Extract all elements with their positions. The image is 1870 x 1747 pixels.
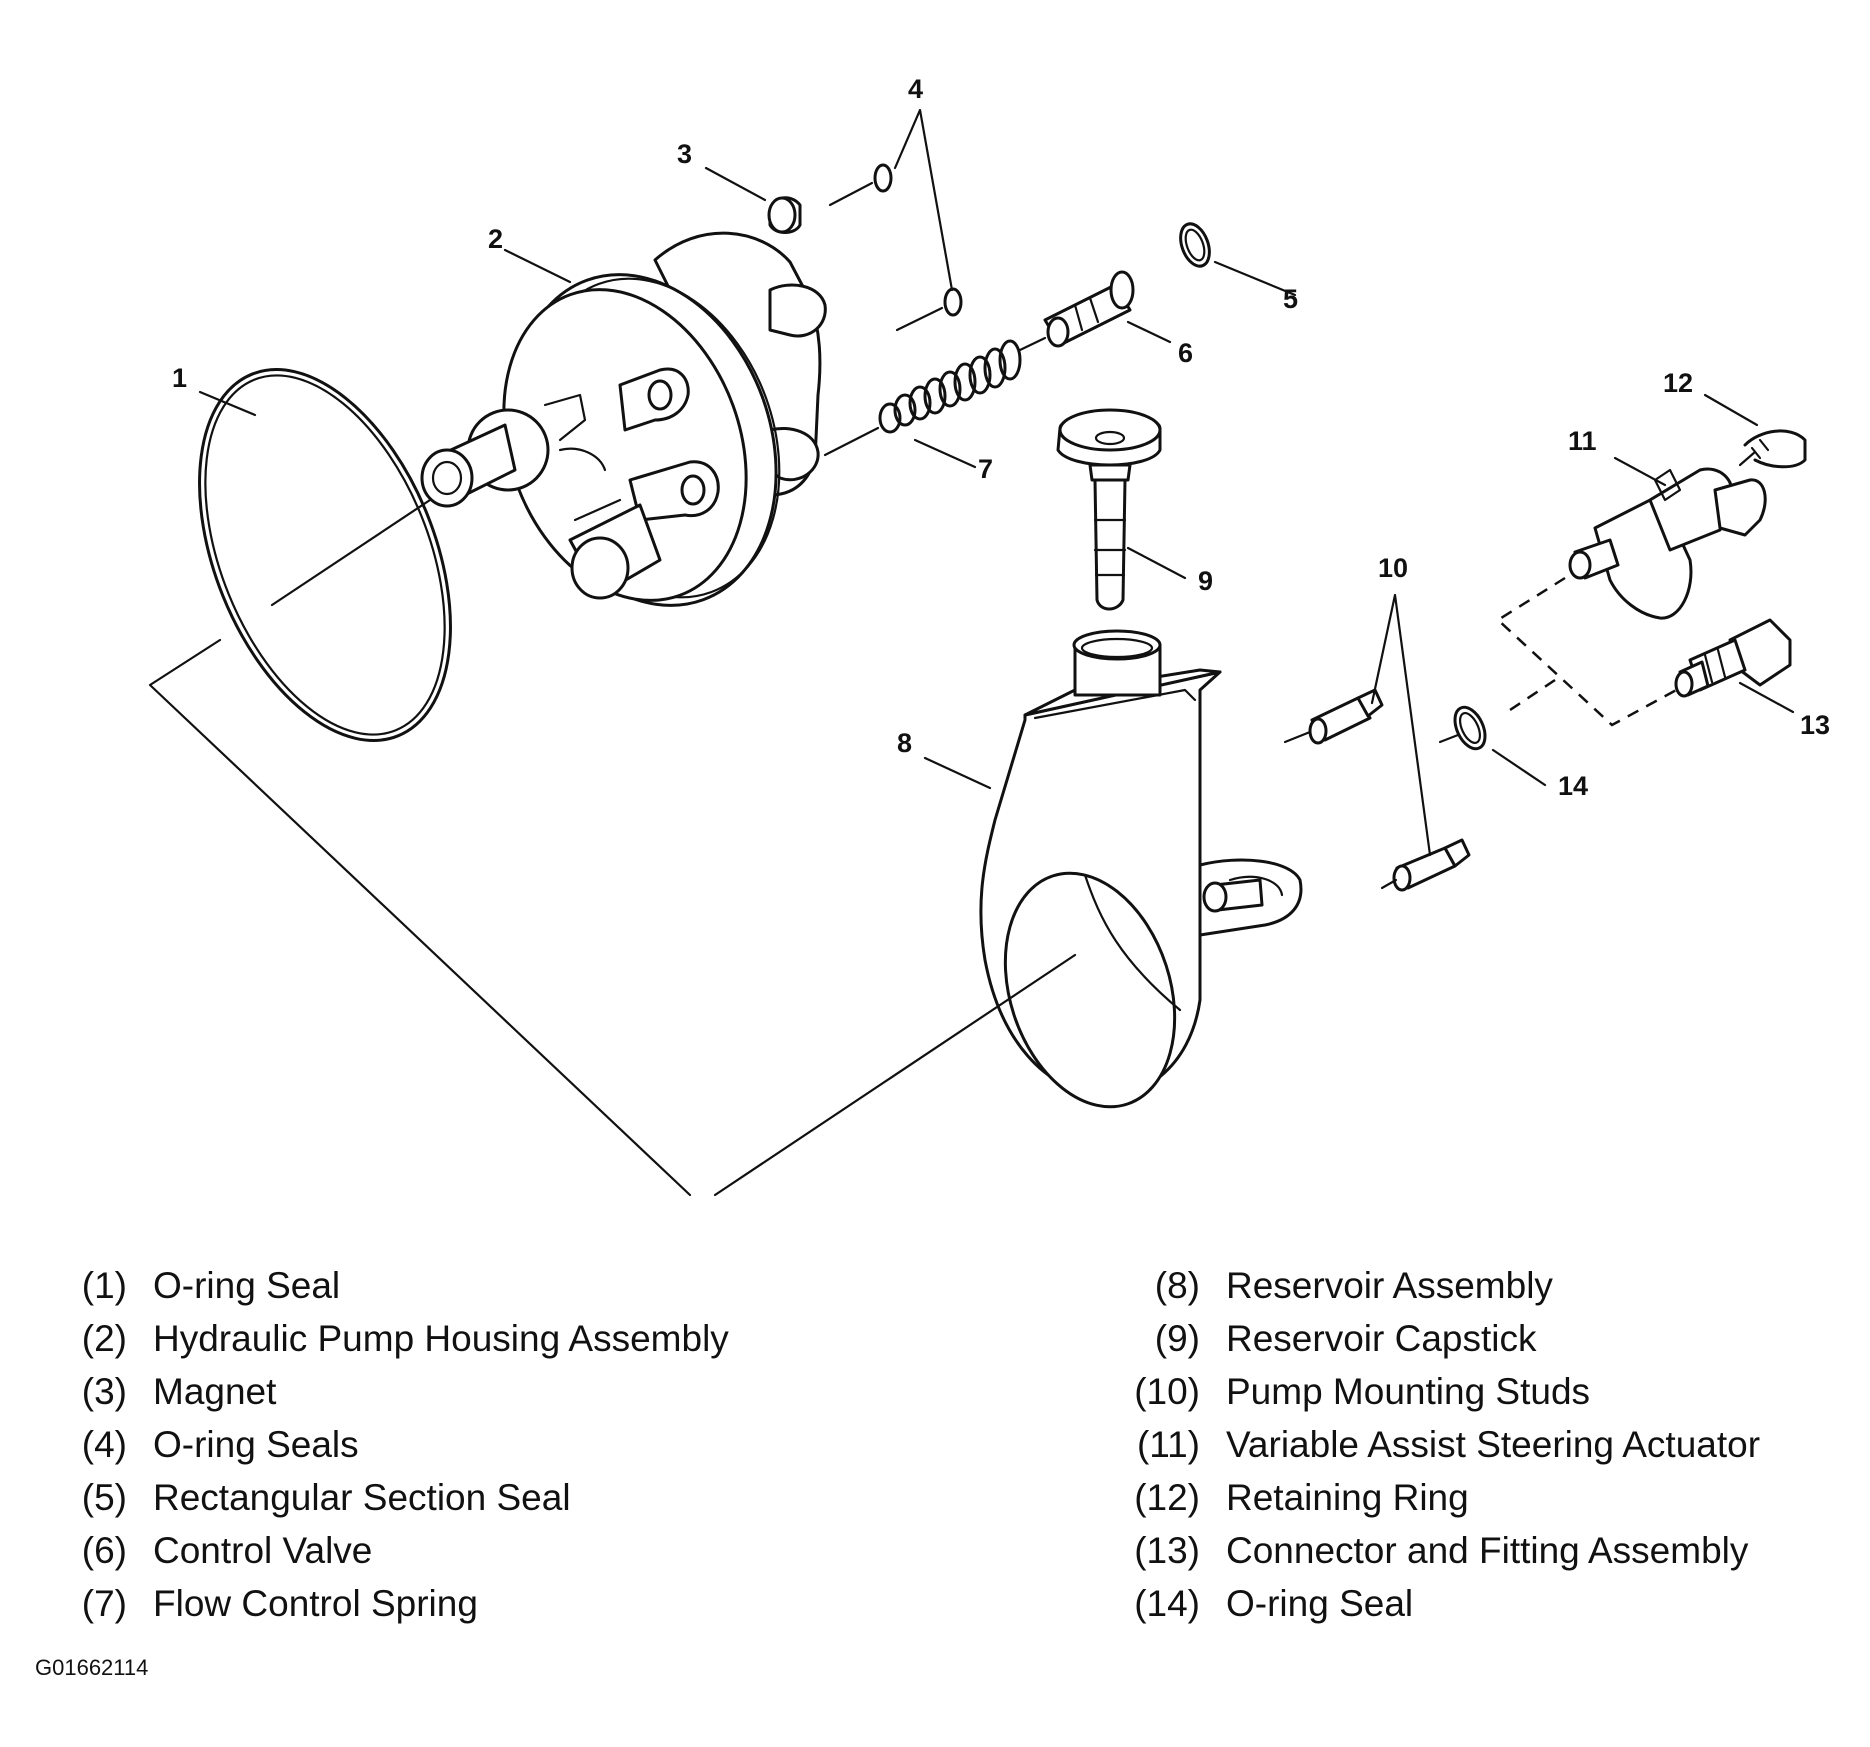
legend-label: Hydraulic Pump Housing Assembly (153, 1318, 729, 1359)
o-ring-seals-part (828, 163, 963, 332)
o-ring-seal-part (198, 368, 452, 742)
figure-id: G01662114 (35, 1655, 149, 1680)
legend-label: O-ring Seals (153, 1424, 359, 1465)
callout-3: 3 (677, 139, 692, 169)
callout-8: 8 (897, 728, 912, 758)
callout-2: 2 (488, 224, 503, 254)
legend-label: Connector and Fitting Assembly (1226, 1530, 1749, 1571)
legend-number: (1) (81, 1265, 127, 1306)
legend-number: (6) (81, 1530, 127, 1571)
legend-label: Flow Control Spring (153, 1583, 478, 1624)
legend-label: Control Valve (153, 1530, 373, 1571)
legend-number: (11) (1136, 1424, 1200, 1465)
legend-number: (9) (1154, 1318, 1200, 1359)
legend-number: (2) (81, 1318, 127, 1359)
legend-number: (3) (81, 1371, 127, 1412)
reservoir-assembly-part (979, 629, 1303, 1109)
legend-number: (13) (1134, 1530, 1200, 1571)
legend-number: (10) (1134, 1371, 1200, 1412)
reservoir-capstick-part (1056, 408, 1162, 611)
callout-5: 5 (1283, 284, 1298, 314)
legend-label: Pump Mounting Studs (1226, 1371, 1591, 1412)
legend-number: (14) (1134, 1583, 1200, 1624)
steering-actuator-part (1568, 467, 1767, 620)
legend-number: (7) (81, 1583, 127, 1624)
callout-labels: 1 2 3 4 5 6 7 8 9 10 11 12 13 14 (172, 74, 1830, 801)
legend-label: Rectangular Section Seal (153, 1477, 571, 1518)
exploded-parts-diagram: 1 2 3 4 5 6 7 8 9 10 11 12 13 14 (148, 74, 1830, 1197)
callout-6: 6 (1178, 338, 1193, 368)
retaining-ring-part (1738, 429, 1807, 469)
legend-label: Retaining Ring (1226, 1477, 1469, 1518)
control-valve-part (1018, 270, 1135, 352)
callout-14: 14 (1558, 771, 1588, 801)
callout-7: 7 (978, 454, 993, 484)
magnet-part (767, 196, 802, 234)
flow-control-spring-part (823, 339, 1022, 457)
pump-housing-part (420, 231, 827, 607)
o-ring-seal-small-part (1438, 705, 1487, 751)
legend-label: Reservoir Assembly (1226, 1265, 1553, 1306)
connector-fitting-part (1674, 618, 1792, 698)
dashed-guide-lines (1495, 576, 1681, 727)
legend-number: (4) (81, 1424, 127, 1465)
callout-12: 12 (1663, 368, 1693, 398)
legend-label: O-ring Seal (153, 1265, 341, 1306)
rectangular-section-seal-part (1179, 222, 1211, 268)
callout-1: 1 (172, 363, 187, 393)
callout-4: 4 (908, 74, 923, 104)
legend-number: (8) (1154, 1265, 1200, 1306)
alignment-line (148, 638, 1077, 1197)
leader-lines (198, 108, 1795, 857)
legend-number: (12) (1134, 1477, 1200, 1518)
legend-number: (5) (81, 1477, 127, 1518)
legend-label: Magnet (153, 1371, 277, 1412)
pump-mounting-studs-part (1283, 688, 1471, 892)
callout-9: 9 (1198, 566, 1213, 596)
callout-11: 11 (1568, 426, 1597, 456)
legend-label: O-ring Seal (1226, 1583, 1414, 1624)
legend-label: Reservoir Capstick (1226, 1318, 1537, 1359)
legend-label: Variable Assist Steering Actuator (1226, 1424, 1761, 1465)
callout-10: 10 (1378, 553, 1408, 583)
callout-13: 13 (1800, 710, 1830, 740)
